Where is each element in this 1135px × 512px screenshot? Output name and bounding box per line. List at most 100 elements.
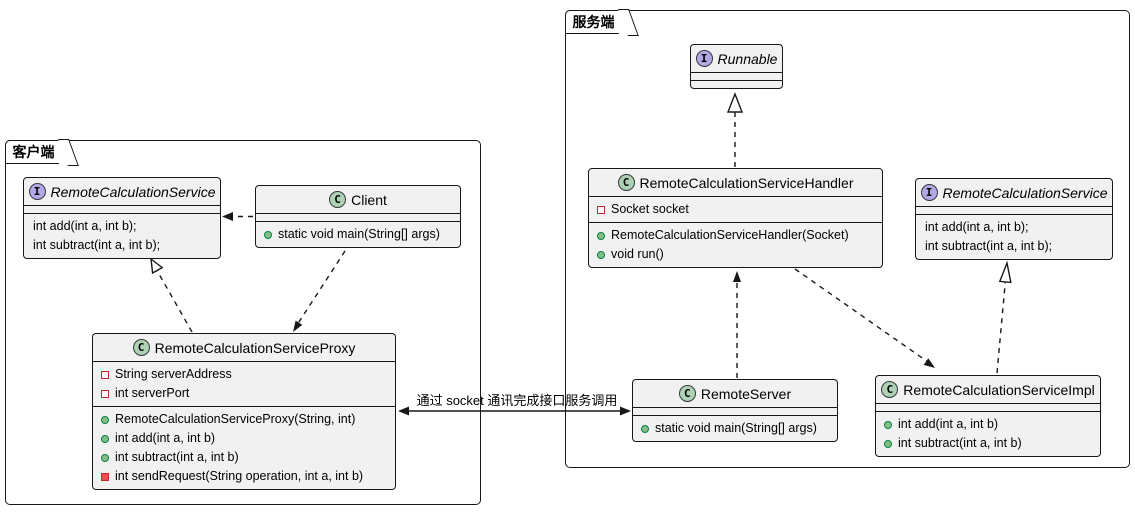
field-text: Socket socket <box>611 202 689 216</box>
method-text: static void main(String[] args) <box>655 421 817 435</box>
method-row: int subtract(int a, int b); <box>24 236 220 255</box>
method-row: int subtract(int a, int b) <box>93 448 395 467</box>
interface-name: RemoteCalculationService <box>942 184 1108 201</box>
method-row: RemoteCalculationServiceHandler(Socket) <box>589 226 882 245</box>
class-remote-calculation-service-impl: C RemoteCalculationServiceImpl int add(i… <box>875 375 1101 457</box>
method-text: int add(int a, int b); <box>33 219 137 233</box>
public-method-icon <box>884 420 892 429</box>
class-title: C RemoteServer <box>633 380 837 407</box>
method-text: int add(int a, int b) <box>898 417 999 431</box>
method-text: int subtract(int a, int b); <box>33 238 161 252</box>
interface-remote-calculation-service-server: I RemoteCalculationService int add(int a… <box>915 178 1113 260</box>
public-method-icon <box>884 439 892 448</box>
method-text: int sendRequest(String operation, int a,… <box>115 469 364 483</box>
method-text: void run() <box>611 247 664 261</box>
method-text: int subtract(int a, int b) <box>898 436 1022 450</box>
field-row: int serverPort <box>93 384 395 403</box>
public-method-icon <box>264 230 272 239</box>
fields-compartment: String serverAddress int serverPort <box>93 361 395 406</box>
package-client-name: 客户端 <box>12 143 55 160</box>
public-method-icon <box>597 231 605 240</box>
class-name: RemoteCalculationServiceHandler <box>639 174 854 191</box>
package-client-side: 客户端 <box>4 139 481 505</box>
method-row: int sendRequest(String operation, int a,… <box>93 467 395 486</box>
interface-spot-icon: I <box>28 183 46 200</box>
methods-compartment: int add(int a, int b); int subtract(int … <box>24 213 220 258</box>
class-spot-icon: C <box>881 381 899 398</box>
class-spot-icon: C <box>329 191 347 208</box>
method-text: int add(int a, int b) <box>115 431 216 445</box>
class-spot-icon: C <box>617 174 635 191</box>
fields-compartment-empty <box>633 407 837 415</box>
method-row: int add(int a, int b); <box>916 218 1112 237</box>
methods-compartment: int add(int a, int b); int subtract(int … <box>916 214 1112 259</box>
method-text: RemoteCalculationServiceProxy(String, in… <box>115 412 356 426</box>
class-name: RemoteCalculationServiceProxy <box>154 339 356 356</box>
interface-spot-icon: I <box>920 184 938 201</box>
fields-compartment-empty <box>876 403 1100 411</box>
field-text: String serverAddress <box>115 367 232 381</box>
interface-title: I RemoteCalculationService <box>24 178 220 205</box>
method-row: RemoteCalculationServiceProxy(String, in… <box>93 410 395 429</box>
class-remote-calculation-service-proxy: C RemoteCalculationServiceProxy String s… <box>92 333 396 490</box>
method-row: static void main(String[] args) <box>256 225 460 244</box>
interface-name: RemoteCalculationService <box>50 183 216 200</box>
methods-compartment-empty <box>691 80 782 88</box>
interface-remote-calculation-service-client: I RemoteCalculationService int add(int a… <box>23 177 221 259</box>
method-text: int subtract(int a, int b) <box>115 450 239 464</box>
methods-compartment: int add(int a, int b) int subtract(int a… <box>876 411 1100 456</box>
interface-name: Runnable <box>717 50 778 67</box>
class-title: C RemoteCalculationServiceProxy <box>93 334 395 361</box>
socket-relation-label: 通过 socket 通讯完成接口服务调用 <box>416 393 618 408</box>
class-name: RemoteCalculationServiceImpl <box>903 381 1095 398</box>
fields-compartment-empty <box>256 213 460 221</box>
method-row: void run() <box>589 245 882 264</box>
method-row: int add(int a, int b) <box>876 415 1100 434</box>
interface-spot-icon: I <box>695 50 713 67</box>
fields-compartment-empty <box>24 205 220 213</box>
method-text: RemoteCalculationServiceHandler(Socket) <box>611 228 849 242</box>
public-method-icon <box>101 453 109 462</box>
private-field-icon <box>597 205 605 214</box>
class-spot-icon: C <box>678 385 696 402</box>
interface-runnable: I Runnable <box>690 44 783 89</box>
method-row: int add(int a, int b); <box>24 217 220 236</box>
method-text: static void main(String[] args) <box>278 227 440 241</box>
methods-compartment: RemoteCalculationServiceProxy(String, in… <box>93 406 395 489</box>
public-method-icon <box>101 434 109 443</box>
class-title: C Client <box>256 186 460 213</box>
method-text: int add(int a, int b); <box>925 220 1029 234</box>
class-title: C RemoteCalculationServiceImpl <box>876 376 1100 403</box>
interface-title: I Runnable <box>691 45 782 72</box>
field-row: Socket socket <box>589 200 882 219</box>
class-client: C Client static void main(String[] args) <box>255 185 461 248</box>
method-row: static void main(String[] args) <box>633 419 837 438</box>
package-server-name: 服务端 <box>572 13 615 30</box>
public-method-icon <box>641 424 649 433</box>
fields-compartment-empty <box>916 206 1112 214</box>
private-field-icon <box>101 370 109 379</box>
field-row: String serverAddress <box>93 365 395 384</box>
private-field-icon <box>101 389 109 398</box>
class-title: C RemoteCalculationServiceHandler <box>589 169 882 196</box>
package-server-side: 服务端 <box>564 9 1130 468</box>
fields-compartment-empty <box>691 72 782 80</box>
class-spot-icon: C <box>132 339 150 356</box>
private-method-icon <box>101 472 109 481</box>
methods-compartment: static void main(String[] args) <box>633 415 837 441</box>
method-row: int subtract(int a, int b) <box>876 434 1100 453</box>
interface-title: I RemoteCalculationService <box>916 179 1112 206</box>
methods-compartment: RemoteCalculationServiceHandler(Socket) … <box>589 222 882 267</box>
class-remote-calculation-service-handler: C RemoteCalculationServiceHandler Socket… <box>588 168 883 268</box>
public-method-icon <box>101 415 109 424</box>
methods-compartment: static void main(String[] args) <box>256 221 460 247</box>
package-client-tab: 客户端 <box>4 139 59 164</box>
package-server-tab: 服务端 <box>564 9 619 34</box>
method-row: int add(int a, int b) <box>93 429 395 448</box>
class-name: Client <box>351 191 387 208</box>
method-text: int subtract(int a, int b); <box>925 239 1053 253</box>
fields-compartment: Socket socket <box>589 196 882 222</box>
field-text: int serverPort <box>115 386 190 400</box>
class-name: RemoteServer <box>700 385 792 402</box>
class-remote-server: C RemoteServer static void main(String[]… <box>632 379 838 442</box>
